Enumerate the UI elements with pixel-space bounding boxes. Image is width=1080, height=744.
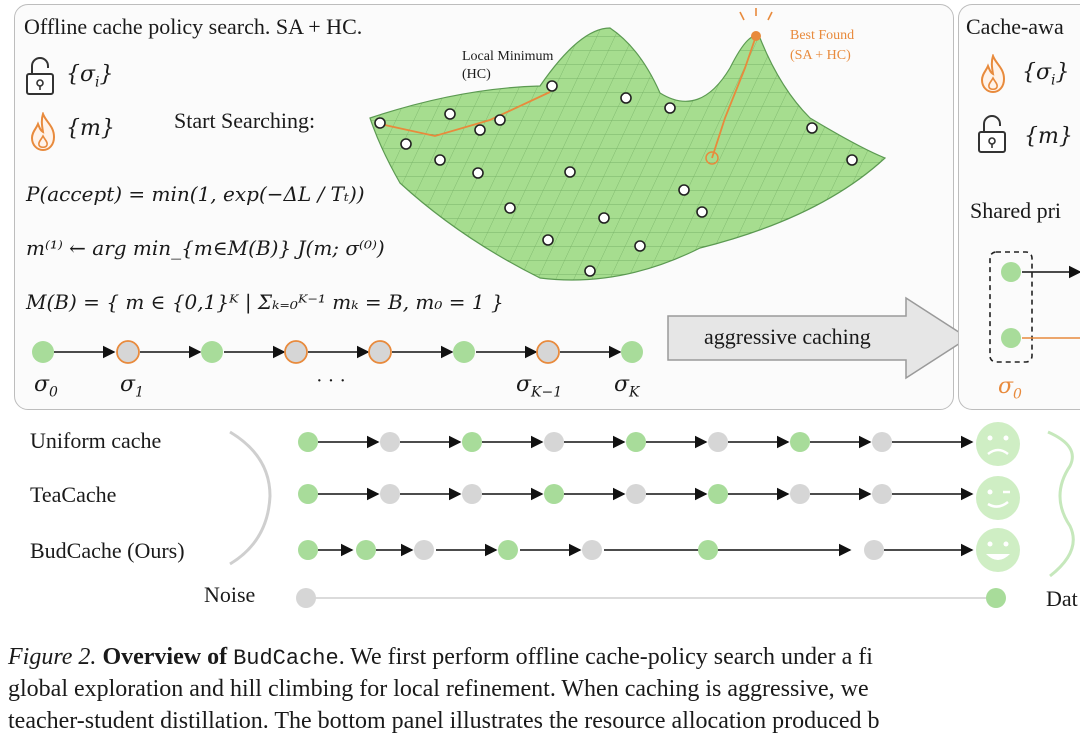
aggressive-caching-label: aggressive caching xyxy=(704,324,871,349)
accept-probability-equation: P(accept) = min(1, exp(−ΔL / Tₜ)) xyxy=(26,182,365,206)
right-panel-title: Cache-awa xyxy=(966,14,1064,39)
lock-icon xyxy=(978,115,1006,153)
caption-line-3: teacher-student distillation. The bottom… xyxy=(8,708,880,734)
sigma-k-label: σK xyxy=(614,372,640,401)
constraint-set-equation: M(B) = { m ∈ {0,1}ᴷ | Σₖ₌₀ᴷ⁻¹ mₖ = B, m₀… xyxy=(26,290,504,314)
aggressive-caching-arrow xyxy=(667,296,970,380)
loss-landscape xyxy=(369,8,887,281)
sigma-k-minus-1-label: σK−1 xyxy=(516,372,563,401)
trainable-sigma-set: {σi} xyxy=(1022,60,1070,89)
local-minimum-label: Local Minimum(HC) xyxy=(462,49,554,82)
hc-trajectory xyxy=(379,91,551,137)
row-label-budcache: BudCache (Ours) xyxy=(30,538,185,563)
start-searching-label: Start Searching: xyxy=(174,108,316,133)
wink-face-icon xyxy=(976,476,1020,520)
noise-label: Noise xyxy=(204,582,256,607)
best-found-label: Best Found(SA + HC) xyxy=(790,28,855,63)
row-label-teacache: TeaCache xyxy=(30,482,117,507)
ellipsis: · · · xyxy=(316,370,346,392)
caption-line-1: Figure 2. Overview of BudCache. We first… xyxy=(8,644,873,671)
argmin-equation: m⁽¹⁾ ← arg min_{m∈M(B)} J(m; σ⁽⁰⁾) xyxy=(26,236,385,260)
sigma-0-label: σ0 xyxy=(34,372,58,401)
happy-face-icon xyxy=(976,528,1020,572)
data-label: Dat xyxy=(1046,586,1078,611)
sa-trajectory xyxy=(711,35,757,159)
sad-face-icon xyxy=(976,422,1020,466)
lock-icon xyxy=(26,57,54,95)
timestep-chain xyxy=(32,340,643,364)
frozen-mask-set: {m} xyxy=(1024,124,1073,149)
flame-icon xyxy=(30,112,56,152)
left-panel-title: Offline cache policy search. SA + HC. xyxy=(24,14,363,39)
best-found-point xyxy=(751,31,761,41)
flame-icon xyxy=(980,54,1006,94)
shared-prior-label: Shared pri xyxy=(970,198,1062,223)
sigma-1-label: σ1 xyxy=(120,372,144,401)
caption-line-2: global exploration and hill climbing for… xyxy=(8,676,869,702)
trainable-mask-set: {m} xyxy=(66,116,115,141)
shared-prior-diagram xyxy=(989,251,1080,363)
frozen-sigma-set: {σi} xyxy=(66,62,114,91)
row-label-uniform: Uniform cache xyxy=(30,428,162,453)
schedule-comparison xyxy=(229,422,1075,608)
right-sigma-0-label: σ0 xyxy=(998,374,1022,403)
